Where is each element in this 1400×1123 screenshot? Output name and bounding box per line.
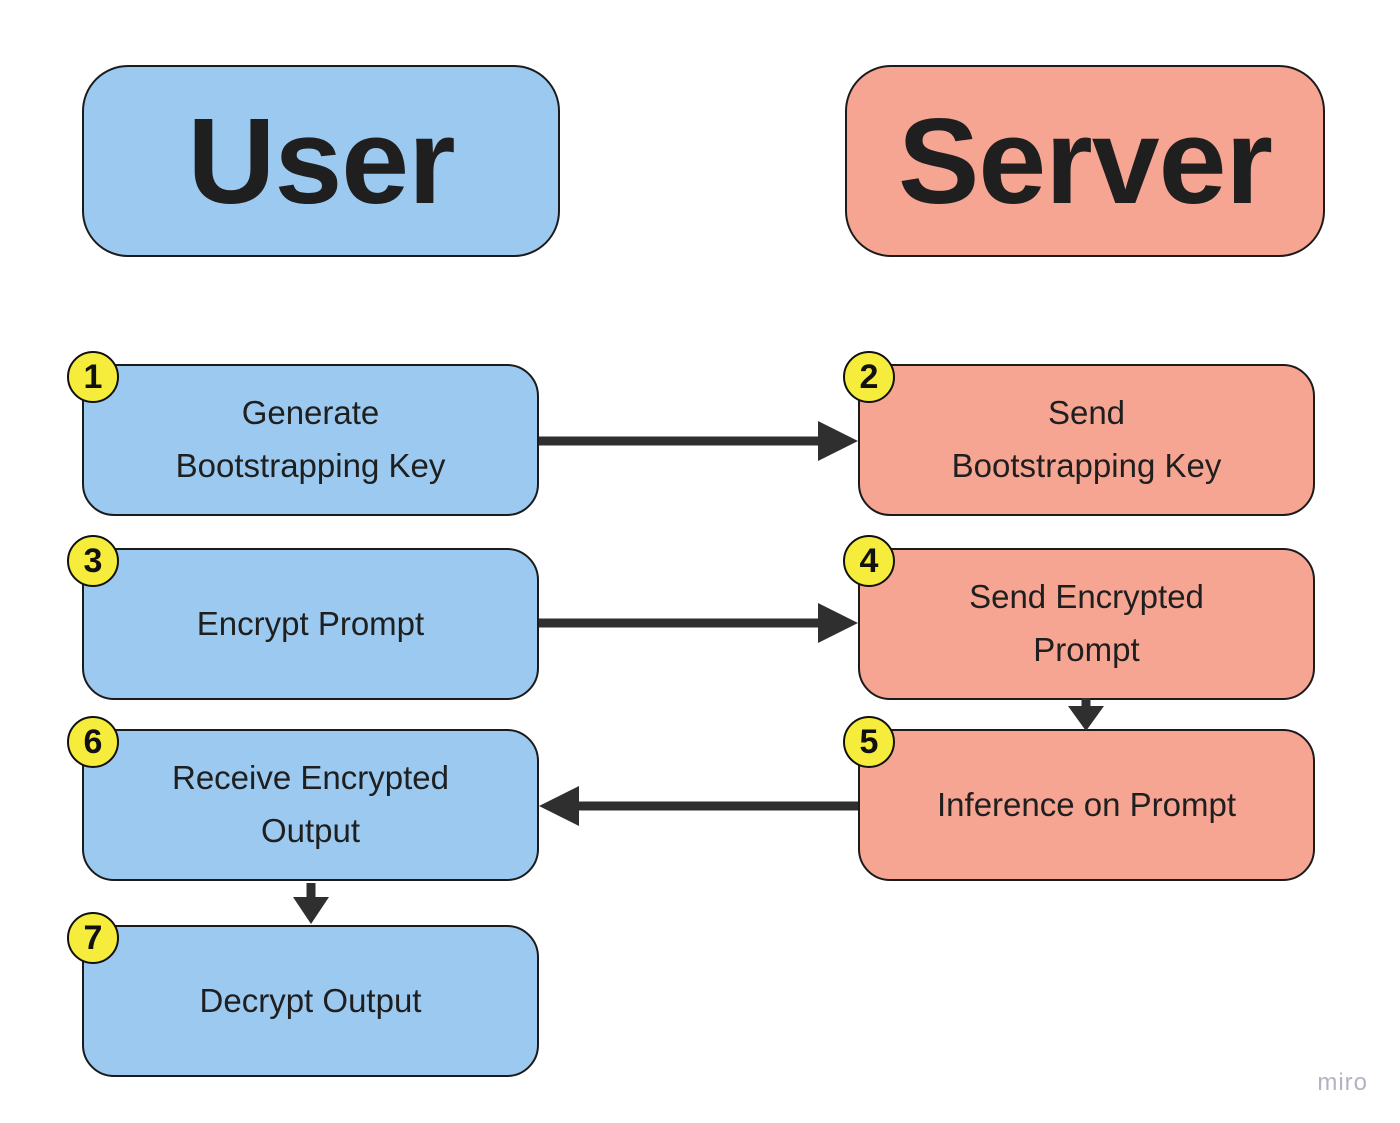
step-box-decrypt-output: 7 Decrypt Output — [67, 912, 539, 1077]
step-number-badge: 6 — [67, 716, 119, 768]
step-label: Receive Encrypted Output — [172, 759, 449, 849]
server-lane-title: Server — [898, 93, 1273, 229]
step-number-badge: 3 — [67, 535, 119, 587]
arrow-4-to-5 — [1068, 698, 1104, 731]
user-lane-header: User — [82, 65, 560, 257]
step-box-send-encrypted-prompt: 4 Send Encrypted Prompt — [843, 535, 1315, 700]
step-number-badge: 7 — [67, 912, 119, 964]
step-label: Inference on Prompt — [937, 785, 1236, 823]
step-box-send-bootstrapping-key: 2 Send Bootstrapping Key — [843, 351, 1315, 516]
step-label: Send Bootstrapping Key — [951, 394, 1222, 484]
user-lane-title: User — [187, 93, 455, 229]
step-number-badge: 2 — [843, 351, 895, 403]
step-label: Send Encrypted Prompt — [969, 578, 1204, 668]
step-number-badge: 5 — [843, 716, 895, 768]
arrow-5-to-6 — [539, 786, 858, 826]
step-label: Encrypt Prompt — [196, 604, 425, 642]
step-box-receive-encrypted-output: 6 Receive Encrypted Output — [67, 716, 539, 881]
arrow-1-to-2 — [539, 421, 858, 461]
step-number-badge: 4 — [843, 535, 895, 587]
step-label: Generate Bootstrapping Key — [175, 394, 446, 484]
arrow-3-to-4 — [539, 603, 858, 643]
server-lane-header: Server — [845, 65, 1325, 257]
step-box-generate-bootstrapping-key: 1 Generate Bootstrapping Key — [67, 351, 539, 516]
step-box-encrypt-prompt: 3 Encrypt Prompt — [67, 535, 539, 700]
step-box-inference-on-prompt: 5 Inference on Prompt — [843, 716, 1315, 881]
step-label: Decrypt Output — [199, 981, 422, 1019]
step-number-badge: 1 — [67, 351, 119, 403]
miro-watermark: miro — [1317, 1069, 1368, 1096]
arrow-6-to-7 — [293, 883, 329, 924]
